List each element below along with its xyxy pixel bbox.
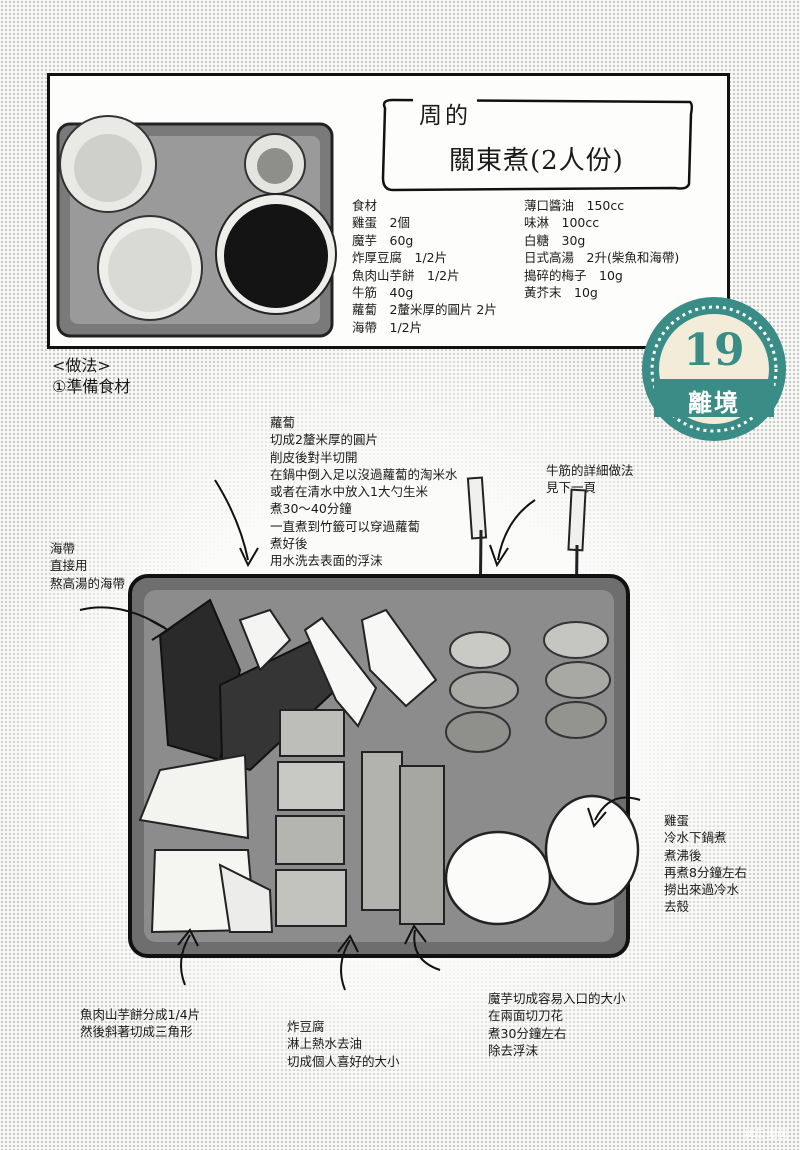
ingredient-item: 魔芋 60g: [352, 232, 414, 248]
note-konjac: 魔芋切成容易入口的大小 在兩面切刀花 煮30分鐘左右 除去浮沫: [488, 990, 626, 1059]
chapter-label: 離境: [688, 388, 740, 417]
note-line: 切成個人喜好的大小: [287, 1053, 400, 1069]
arrow-icon: [489, 544, 509, 568]
ingredients-left: 食材 雞蛋 2個 魔芋 60g 炸厚豆腐 1/2片 魚肉山芋餅 1/2片 牛筋 …: [352, 197, 497, 336]
note-fishcake: 魚肉山芋餅分成1/4片 然後斜著切成三角形: [80, 1006, 200, 1041]
note-line: 一直煮到竹籤可以穿過蘿蔔: [270, 518, 421, 534]
ingredient-item: 蘿蔔 2釐米厚的圓片 2片: [352, 302, 497, 318]
note-line: 牛筋的詳細做法: [546, 463, 634, 478]
ingredient-item: 魚肉山芋餅 1/2片: [352, 267, 460, 283]
watermark: 拷贝漫画: [744, 1128, 788, 1141]
recipe-title-box: 周的 關東煮(2人份): [375, 90, 698, 194]
daikon-shape: [238, 608, 438, 728]
badge-emblem: [642, 297, 786, 441]
arrow-icon: [149, 619, 170, 641]
arrow-icon: [177, 928, 199, 947]
note-line: 去殼: [664, 899, 690, 915]
note-line: 雞蛋: [664, 813, 690, 828]
arrow-icon: [239, 547, 259, 568]
ingredients-right: 薄口醬油 150cc 味淋 100cc 白糖 30g 日式高湯 2升(柴魚和海帶…: [524, 197, 679, 301]
arrow-icon: [180, 934, 191, 986]
note-line: 再煮8分鐘左右: [664, 864, 747, 880]
ingredient-item: 白糖 30g: [524, 232, 586, 248]
arrow-icon: [79, 606, 166, 629]
arrow-icon: [587, 807, 607, 828]
note-line: 煮30～40分鐘: [270, 501, 352, 517]
method-heading: <做法> ①準備食材: [52, 355, 130, 397]
arrow-icon: [337, 934, 359, 953]
note-line: 然後斜著切成三角形: [80, 1024, 193, 1040]
note-egg: 雞蛋 冷水下鍋煮 煮沸後 再煮8分鐘左右 撈出來過冷水 去殼: [664, 812, 747, 916]
ingredient-item: 味淋 100cc: [524, 215, 600, 231]
note-line: 熬高湯的海帶: [50, 575, 126, 591]
method-step-1: ①準備食材: [52, 377, 131, 396]
note-daikon: 蘿蔔 切成2釐米厚的圓片 削皮後對半切開 在鍋中倒入足以沒過蘿蔔的淘米水 或者在…: [270, 414, 458, 570]
seasoning-tray-illustration: [56, 115, 337, 338]
note-line: 撈出來過冷水: [664, 882, 740, 898]
recipe-tag: 周的: [413, 96, 477, 130]
fishcake-shape: [138, 753, 274, 934]
note-line: 直接用: [50, 558, 88, 574]
ingredient-item: 日式高湯 2升(柴魚和海帶): [524, 250, 680, 266]
arrow-icon: [214, 479, 249, 561]
note-line: 煮沸後: [664, 847, 702, 863]
note-line: 冷水下鍋煮: [664, 830, 727, 846]
note-line: 海帶: [50, 541, 76, 556]
arrow-icon: [404, 924, 427, 945]
method-title: <做法>: [52, 356, 111, 375]
ingredient-item: 炸厚豆腐 1/2片: [352, 250, 448, 266]
arrow-icon: [594, 796, 641, 821]
recipe-panel: 周的 關東煮(2人份) 食材 雞蛋 2個 魔芋 60g 炸厚豆腐 1/2片 魚肉…: [47, 73, 730, 349]
note-line: 用水洗去表面的浮沫: [270, 553, 383, 569]
ingredient-item: 雞蛋 2個: [352, 215, 410, 231]
note-line: 煮30分鐘左右: [488, 1025, 567, 1041]
note-line: 炸豆腐: [287, 1019, 325, 1034]
note-line: 在鍋中倒入足以沒過蘿蔔的淘米水: [270, 466, 458, 482]
arrow-icon: [413, 929, 441, 971]
title-frame: [381, 98, 694, 192]
arrow-icon: [340, 939, 351, 991]
note-line: 切成2釐米厚的圓片: [270, 432, 378, 448]
note-line: 除去浮沫: [488, 1042, 539, 1058]
ingredient-item: 薄口醬油 150cc: [524, 198, 625, 213]
fried-tofu-shape: [275, 709, 347, 927]
note-fried-tofu: 炸豆腐 淋上熱水去油 切成個人喜好的大小: [287, 1018, 400, 1070]
chapter-badge: 19 離境: [640, 295, 790, 449]
arrow-icon: [497, 499, 536, 561]
konjac-shape: [361, 751, 445, 925]
note-line: 煮好後: [270, 536, 308, 552]
ingredient-item: 海帶 1/2片: [352, 319, 423, 335]
ingredient-tray-illustration: [128, 476, 640, 958]
note-line: 魚肉山芋餅分成1/4片: [80, 1007, 201, 1022]
ingredients-label: 食材: [352, 198, 378, 213]
ingredient-item: 黃芥末 10g: [524, 285, 598, 301]
recipe-title: 關東煮(2人份): [449, 146, 624, 176]
note-line: 在兩面切刀花: [488, 1008, 564, 1024]
note-kelp: 海帶 直接用 熬高湯的海帶: [50, 540, 125, 592]
egg-shape: [444, 794, 640, 926]
ingredient-item: 牛筋 40g: [352, 285, 414, 301]
ingredient-item: 搗碎的梅子 10g: [524, 267, 623, 283]
note-line: 或者在清水中放入1大勺生米: [270, 484, 428, 500]
beef-tendon-shape: [445, 621, 611, 753]
note-line: 淋上熱水去油: [287, 1036, 363, 1052]
note-line: 蘿蔔: [270, 415, 296, 430]
chapter-number: 19: [683, 325, 745, 376]
note-line: 魔芋切成容易入口的大小: [488, 991, 626, 1006]
note-line: 削皮後對半切開: [270, 449, 358, 465]
